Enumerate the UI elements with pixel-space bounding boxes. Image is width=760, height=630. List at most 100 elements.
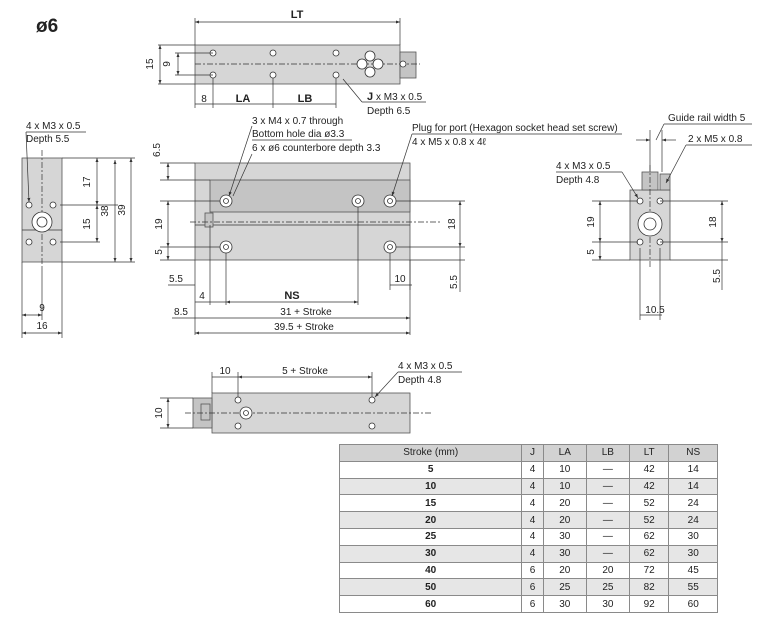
dim-16: 16 xyxy=(36,321,48,332)
dim-6-5: 6.5 xyxy=(152,143,163,157)
table-cell: 55 xyxy=(668,578,718,597)
dim-10-bottom-side: 10 xyxy=(154,407,165,419)
table-cell: — xyxy=(585,511,630,529)
callout-j-letter: J xyxy=(367,91,373,103)
dim-5-stroke: 5 + Stroke xyxy=(282,366,328,377)
dim-9-left: 9 xyxy=(39,303,45,314)
table-cell: 24 xyxy=(668,511,718,529)
left-view: 4 x M3 x 0.5 Depth 5.5 17 38 39 15 9 16 xyxy=(21,121,135,338)
callout-guide-rail: Guide rail width 5 xyxy=(668,113,746,124)
table-header-stroke: Stroke (mm) xyxy=(338,444,523,462)
table-cell: 5 xyxy=(338,460,523,479)
callout-left-m3: 4 x M3 x 0.5 xyxy=(26,121,81,132)
table-cell: 30 xyxy=(542,595,587,613)
callout-right-depth: Depth 4.8 xyxy=(556,175,600,186)
table-cell: 6 xyxy=(521,578,544,597)
callout-m4-line2: Bottom hole dia ø3.3 xyxy=(252,129,345,140)
callout-j-spec: x M3 x 0.5 xyxy=(376,92,423,103)
table-cell: 52 xyxy=(628,494,670,513)
table-cell: 20 xyxy=(338,511,523,529)
table-header-row: Stroke (mm) J LA LB LT NS xyxy=(338,444,718,462)
table-cell: 45 xyxy=(668,561,718,580)
table-cell: 60 xyxy=(668,595,718,613)
table-cell: 15 xyxy=(338,494,523,513)
callout-bottom-m3: 4 x M3 x 0.5 xyxy=(398,361,453,372)
dim-5-front: 5 xyxy=(154,249,165,255)
table-cell: 4 xyxy=(521,460,544,479)
dim-5-5-left: 5.5 xyxy=(169,274,183,285)
callout-left-depth: Depth 5.5 xyxy=(26,134,70,145)
dim-4: 4 xyxy=(199,291,205,302)
dim-5-5-right: 5.5 xyxy=(712,269,723,283)
table-cell: 10 xyxy=(338,477,523,496)
table-cell: 30 xyxy=(542,527,587,546)
table-header-j: J xyxy=(521,444,544,462)
dim-ns-label: NS xyxy=(284,290,299,302)
front-view-slide xyxy=(209,179,411,213)
table-cell: 6 xyxy=(521,595,544,613)
table-cell: 52 xyxy=(628,511,670,529)
dim-31-stroke: 31 + Stroke xyxy=(280,307,332,318)
table-cell: 20 xyxy=(542,494,587,513)
callout-bottom-depth: Depth 4.8 xyxy=(398,375,442,386)
bottom-view-stopper xyxy=(200,403,211,421)
dim-10-bottom: 10 xyxy=(219,366,231,377)
dim-17: 17 xyxy=(82,176,93,188)
table-cell: 50 xyxy=(338,578,523,597)
table-cell: 20 xyxy=(542,561,587,580)
page-title: ø6 xyxy=(36,16,59,37)
table-cell: 62 xyxy=(628,544,670,563)
table-cell: 72 xyxy=(628,561,670,580)
table-cell: 25 xyxy=(338,527,523,546)
callout-m4-line1: 3 x M4 x 0.7 through xyxy=(252,116,343,127)
table-cell: 20 xyxy=(585,561,630,580)
table-header-la: LA xyxy=(542,444,587,462)
table-header-lt: LT xyxy=(628,444,670,462)
table-cell: 60 xyxy=(338,595,523,613)
table-cell: 10 xyxy=(542,477,587,496)
table-cell: 30 xyxy=(542,544,587,563)
bottom-view: 10 5 + Stroke 4 x M3 x 0.5 Depth 4.8 10 xyxy=(154,361,462,434)
dim-15-left: 15 xyxy=(82,218,93,230)
dim-38: 38 xyxy=(100,205,111,217)
callout-m4-line3: 6 x ø6 counterbore depth 3.3 xyxy=(252,143,381,154)
table-cell: 10 xyxy=(542,460,587,479)
table-cell: 4 xyxy=(521,544,544,563)
table-cell: 24 xyxy=(668,494,718,513)
front-view-stopper xyxy=(204,212,214,228)
table-cell: — xyxy=(585,477,630,496)
dim-15-top: 15 xyxy=(145,58,156,70)
table-cell: 82 xyxy=(628,578,670,597)
table-cell: 62 xyxy=(628,527,670,546)
table-cell: 92 xyxy=(628,595,670,613)
table-cell: 30 xyxy=(338,544,523,563)
callout-right-m3: 4 x M3 x 0.5 xyxy=(556,161,611,172)
table-cell: 25 xyxy=(585,578,630,597)
dim-39-5-stroke: 39.5 + Stroke xyxy=(274,322,334,333)
table-cell: — xyxy=(585,460,630,479)
dim-9-top: 9 xyxy=(162,61,173,67)
front-view: 3 x M4 x 0.7 through Bottom hole dia ø3.… xyxy=(152,116,622,335)
table-cell: 40 xyxy=(338,561,523,580)
dim-8: 8 xyxy=(201,94,207,105)
table-cell: 42 xyxy=(628,460,670,479)
dim-la-label: LA xyxy=(236,93,251,105)
dim-5-right: 5 xyxy=(586,249,597,255)
dim-5-5-front: 5.5 xyxy=(449,275,460,289)
dim-18-right: 18 xyxy=(708,216,719,228)
table-cell: — xyxy=(585,527,630,546)
dim-8-5: 8.5 xyxy=(174,307,188,318)
table-cell: 14 xyxy=(668,477,718,496)
table-cell: — xyxy=(585,494,630,513)
table-header-ns: NS xyxy=(668,444,718,462)
table-cell: 4 xyxy=(521,477,544,496)
